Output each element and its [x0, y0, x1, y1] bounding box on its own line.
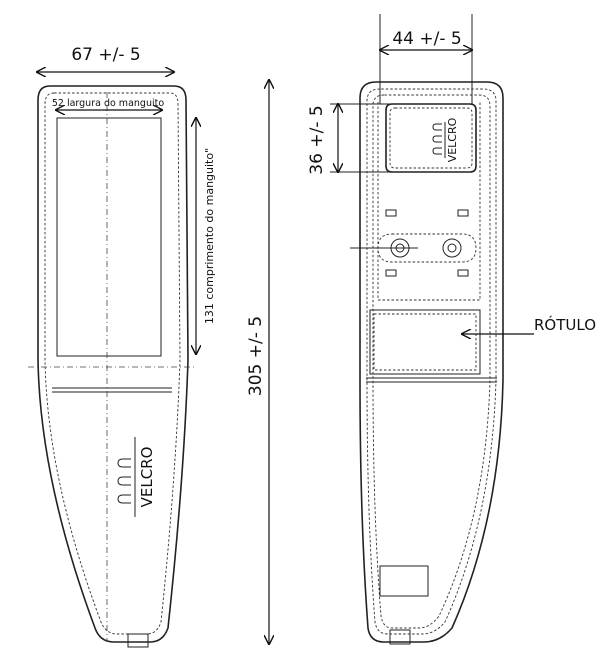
left-strap-view: 67 +/- 5 52 largura do manguito 131 comp…: [28, 45, 216, 648]
slot-bottom-left: [385, 269, 397, 277]
rivet-right-inner: [447, 243, 457, 253]
label-callout: RÓTULO: [534, 315, 596, 334]
right-velcro-mark: VELCRO: [432, 117, 459, 162]
right-strap-view: VELCRO 44 +/- 5 36 +/- 5 RÓT: [307, 14, 596, 645]
label-area: [369, 309, 481, 375]
label-area-inner: [373, 313, 477, 371]
overall-length-dimension: 305 +/- 5: [246, 80, 269, 644]
rivet-right-outer: [442, 238, 462, 258]
left-bottom-tab: [127, 633, 149, 648]
left-velcro-label: VELCRO: [138, 447, 156, 508]
cuff-length-label: 131 comprimento do manguito": [203, 148, 216, 324]
right-strap-stitching: [366, 88, 497, 635]
slot-bottom-right: [457, 269, 469, 277]
left-width-dimension: 67 +/- 5: [71, 45, 140, 65]
velcro-patch-stitch: [389, 107, 473, 169]
right-velcro-hooks-icon: [432, 123, 442, 155]
bottom-patch: [379, 565, 429, 597]
right-strap-stitching-inner: [372, 94, 491, 629]
velcro-patch: [385, 103, 477, 173]
left-strap-outline: [37, 85, 189, 643]
right-velcro-label: VELCRO: [446, 117, 459, 162]
cuff-window: [56, 117, 162, 357]
left-velcro-hooks-icon: [117, 458, 131, 504]
right-height-dimension: 36 +/- 5: [307, 105, 327, 174]
overall-length-label: 305 +/- 5: [246, 316, 266, 396]
left-strap-stitching: [44, 92, 181, 635]
left-velcro-mark: VELCRO: [117, 437, 156, 517]
right-top-stitch-panel: [377, 102, 481, 301]
right-strap-outline: [359, 81, 504, 643]
slot-top-right: [457, 209, 469, 217]
slot-top-left: [385, 209, 397, 217]
right-width-dimension: 44 +/- 5: [392, 29, 461, 49]
buckle-plate: [377, 233, 477, 263]
cuff-width-label: 52 largura do manguito: [52, 98, 164, 109]
right-bottom-tab: [389, 629, 411, 645]
